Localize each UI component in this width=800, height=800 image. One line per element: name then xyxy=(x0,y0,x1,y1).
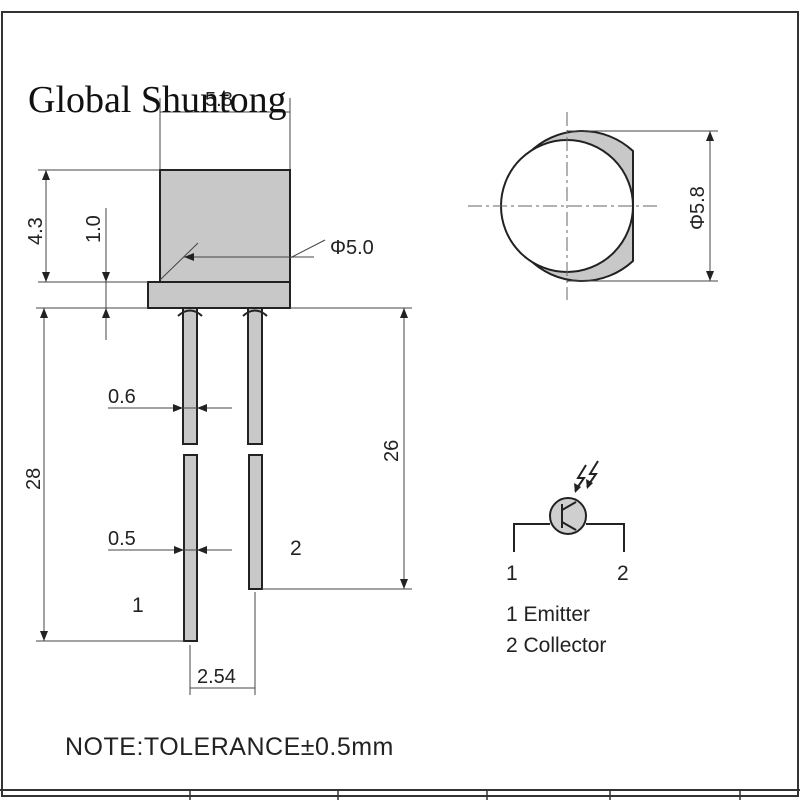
lead-2-lower xyxy=(248,454,263,590)
outer-diameter-dim xyxy=(567,130,718,282)
body-height-label: 4.3 xyxy=(25,217,47,245)
phototransistor-internals xyxy=(561,501,577,531)
top-width-dim xyxy=(159,98,291,170)
side-pin-2-label: 2 xyxy=(290,537,302,560)
pitch-dim xyxy=(189,592,256,695)
leads xyxy=(182,307,263,642)
watermark-text: Global Shuntong xyxy=(28,79,287,121)
pitch-label: 2.54 xyxy=(197,666,236,688)
top-view-centerlines xyxy=(468,112,660,300)
legend-emitter: 1 Emitter xyxy=(506,603,590,626)
lead-width-top-arrows xyxy=(173,404,207,412)
lead-width-bottom-label: 0.5 xyxy=(108,528,136,550)
led-body xyxy=(159,169,291,283)
lead-length-short-label: 26 xyxy=(381,440,403,462)
lead-length-short-arrows xyxy=(400,308,408,589)
left-dims xyxy=(36,169,184,642)
schematic-pin-2: 2 xyxy=(617,562,629,585)
outer-diameter-arrows xyxy=(706,131,714,281)
phototransistor-circle xyxy=(549,497,587,535)
schematic-symbol: 1 2 1 Emitter 2 Collector xyxy=(506,460,629,657)
lead-2-upper xyxy=(247,307,263,445)
lead-length-long-label: 28 xyxy=(23,468,45,490)
light-arrows xyxy=(574,460,599,492)
lead-width-bottom-arrows xyxy=(174,546,207,554)
lead-2-stub xyxy=(242,309,268,317)
schematic-leads xyxy=(513,523,625,552)
left-dim-arrows xyxy=(40,170,110,641)
legend-collector: 2 Collector xyxy=(506,634,606,657)
top-width-label: 5.8 xyxy=(205,89,233,111)
lead-width-top-label: 0.6 xyxy=(108,386,136,408)
lead-1-lower xyxy=(183,454,198,642)
bottom-cells xyxy=(189,790,741,800)
light-arrow-heads xyxy=(574,479,593,493)
led-flange xyxy=(147,281,291,309)
side-pin-1-label: 1 xyxy=(132,594,144,617)
body-diameter-arrow xyxy=(184,253,194,261)
body-diameter-leader xyxy=(159,239,326,281)
flange-height-label: 1.0 xyxy=(83,215,105,243)
tolerance-note: NOTE:TOLERANCE±0.5mm xyxy=(65,733,394,761)
drawing-frame xyxy=(1,11,799,797)
body-diameter-label: Φ5.0 xyxy=(330,237,374,259)
schematic-pin-1: 1 xyxy=(506,562,518,585)
lead-1-upper xyxy=(182,307,198,445)
outer-diameter-label: Φ5.8 xyxy=(687,186,709,230)
top-view: Φ5.8 xyxy=(468,112,718,300)
lead-length-short-dim xyxy=(262,307,412,590)
lead-1-stub xyxy=(177,309,203,317)
